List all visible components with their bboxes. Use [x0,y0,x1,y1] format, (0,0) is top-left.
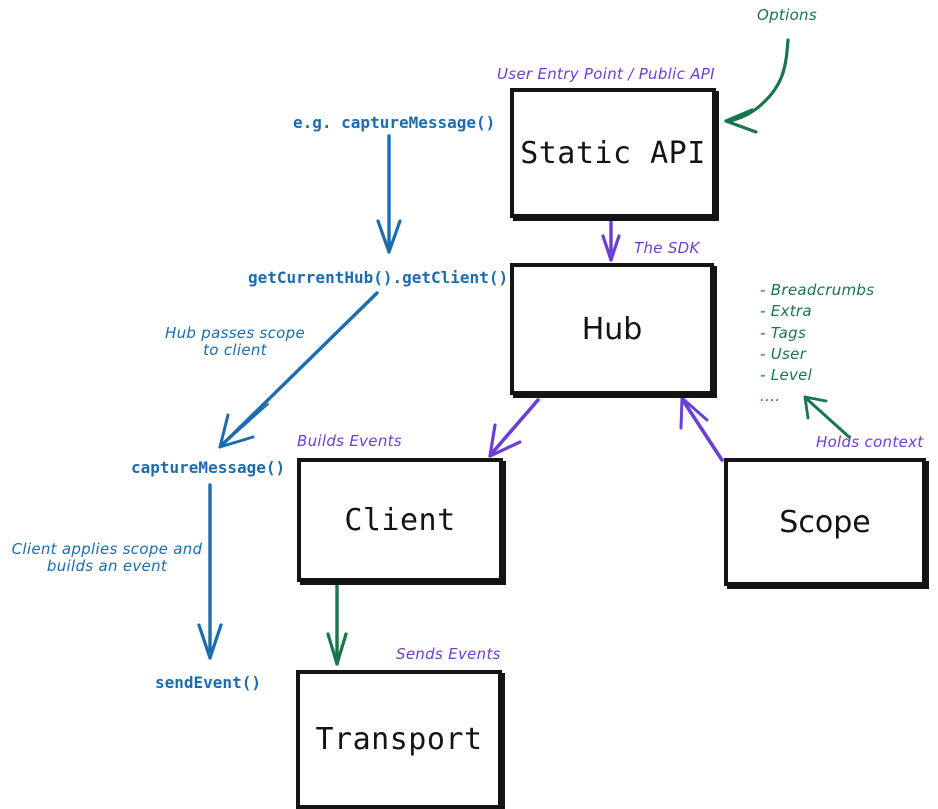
node-transport[interactable]: Transport [296,670,502,809]
node-static-api-label: Static API [520,135,706,171]
annotation-options: Options [757,6,817,24]
node-hub-label: Hub [581,311,643,347]
annotation-the-sdk: The SDK [634,239,700,257]
node-scope[interactable]: Scope [724,458,926,586]
arrow-capture-eg-down [376,134,402,254]
arrow-scope-to-hub [679,396,724,462]
node-transport-label: Transport [315,722,483,757]
annotation-send-event: sendEvent() [155,673,261,692]
annotation-capture-message-example: e.g. captureMessage() [293,113,496,132]
arrow-options-to-static-api [724,38,790,134]
node-client-label: Client [344,502,456,538]
arrow-static-api-to-hub [601,220,621,262]
node-static-api[interactable]: Static API [510,88,716,218]
annotation-holds-context: Holds context [816,433,924,451]
annotation-hub-passes-scope: Hub passes scope to client [164,324,306,360]
arrow-client-to-transport [326,584,348,666]
node-scope-label: Scope [779,504,871,540]
annotation-user-entry-point: User Entry Point / Public API [497,65,715,83]
annotation-capture-message: captureMessage() [131,458,286,477]
annotation-get-current-hub-get-client: getCurrentHub().getClient() [248,268,509,287]
arrow-getclient-to-capture [218,291,379,449]
node-hub[interactable]: Hub [510,263,714,395]
annotation-builds-events: Builds Events [297,432,402,450]
annotation-scope-context-list: - Breadcrumbs - Extra - Tags - User - Le… [760,281,875,406]
arrow-hub-to-client [488,398,540,458]
annotation-client-applies-scope: Client applies scope and builds an event [11,540,203,576]
node-client[interactable]: Client [297,458,503,582]
annotation-sends-events: Sends Events [396,645,501,663]
